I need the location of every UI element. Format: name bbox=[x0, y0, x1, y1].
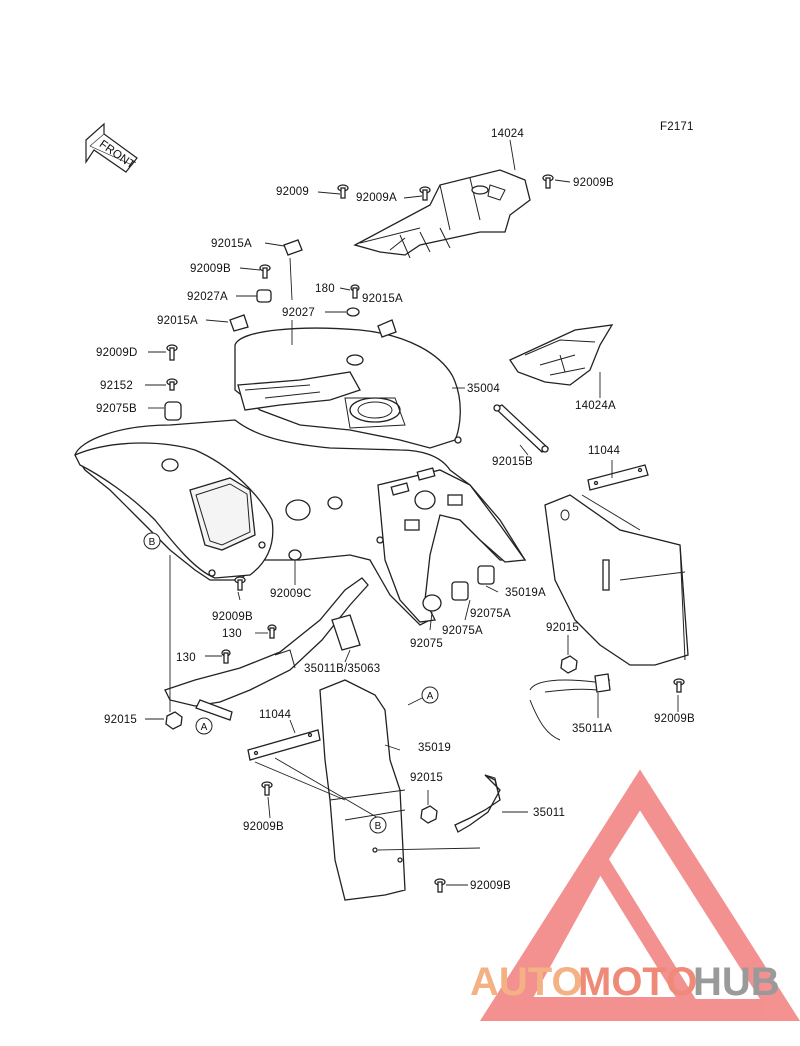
label-92075A-1: 92075A bbox=[470, 608, 511, 620]
label-92075B: 92075B bbox=[96, 403, 137, 415]
label-35019A: 35019A bbox=[505, 587, 546, 599]
watermark-logo-icon bbox=[479, 769, 800, 1021]
label-92015A-3: 92015A bbox=[157, 315, 198, 327]
label-92009D: 92009D bbox=[96, 347, 137, 359]
svg-text:B: B bbox=[149, 537, 156, 548]
label-92027A: 92027A bbox=[187, 291, 228, 303]
label-92009B-left: 92009B bbox=[212, 611, 253, 623]
label-35019: 35019 bbox=[418, 742, 451, 754]
plate-11044-left bbox=[247, 729, 321, 761]
label-35011A: 35011A bbox=[572, 723, 612, 735]
fasteners bbox=[164, 174, 685, 893]
label-92152: 92152 bbox=[100, 380, 133, 392]
label-92075: 92075 bbox=[410, 638, 443, 650]
bracket-14024A bbox=[509, 324, 614, 386]
watermark-text: AUTO MOTO HUB bbox=[470, 960, 780, 1004]
label-92015-right: 92015 bbox=[546, 622, 579, 634]
label-180: 180 bbox=[315, 283, 335, 295]
front-arrow-icon: FRONT bbox=[85, 122, 138, 173]
svg-text:B: B bbox=[375, 821, 382, 832]
label-11044-left: 11044 bbox=[259, 709, 292, 721]
label-35004: 35004 bbox=[467, 383, 500, 395]
mud-flap-35019 bbox=[319, 679, 406, 901]
mud-flap-35019A bbox=[544, 494, 689, 666]
label-130-2: 130 bbox=[176, 652, 196, 664]
leader-lines bbox=[145, 139, 679, 886]
bracket-14024 bbox=[353, 169, 531, 259]
watermark-auto: AUTO bbox=[470, 960, 583, 1004]
label-14024: 14024 bbox=[491, 128, 524, 140]
label-92009C: 92009C bbox=[270, 588, 311, 600]
label-92009B-right: 92009B bbox=[654, 713, 695, 725]
label-92009B-bottom-left: 92009B bbox=[243, 821, 284, 833]
figure-code: F2171 bbox=[660, 121, 694, 133]
plate-11044-right bbox=[587, 464, 649, 491]
label-92027: 92027 bbox=[282, 307, 315, 319]
svg-text:A: A bbox=[201, 722, 208, 733]
callout-b-bottom: B bbox=[369, 816, 387, 834]
label-92015-left: 92015 bbox=[104, 714, 137, 726]
label-92009B-bottom-center: 92009B bbox=[470, 880, 511, 892]
rear-fender-35004 bbox=[74, 327, 527, 626]
label-14024A: 14024A bbox=[575, 400, 616, 412]
label-35011B-35063: 35011B/35063 bbox=[304, 663, 380, 675]
bracket-35011 bbox=[454, 774, 501, 833]
callout-a-left: A bbox=[195, 717, 213, 735]
label-35011: 35011 bbox=[533, 807, 565, 819]
label-92009: 92009 bbox=[276, 186, 309, 198]
part-labels: 14024 92009 92009A 92009B 92015A 92009B … bbox=[96, 128, 695, 892]
label-11044-right: 11044 bbox=[588, 445, 621, 457]
bracket-35011A bbox=[529, 673, 611, 741]
label-92009B-2: 92009B bbox=[190, 263, 231, 275]
label-92015A-2: 92015A bbox=[362, 293, 403, 305]
label-92015A-1: 92015A bbox=[211, 238, 252, 250]
callout-b-top: B bbox=[143, 532, 161, 550]
label-92009A: 92009A bbox=[356, 192, 397, 204]
callout-a-right: A bbox=[421, 686, 439, 704]
label-92015B: 92015B bbox=[492, 456, 533, 468]
label-92015-center: 92015 bbox=[410, 772, 443, 784]
label-92009B-top: 92009B bbox=[573, 177, 614, 189]
svg-text:A: A bbox=[427, 691, 434, 702]
label-92075A-2: 92075A bbox=[442, 625, 483, 637]
watermark-hub: HUB bbox=[693, 960, 780, 1004]
bracket-35011B bbox=[164, 577, 369, 721]
watermark-moto: MOTO bbox=[578, 960, 697, 1004]
label-130-1: 130 bbox=[222, 628, 242, 640]
